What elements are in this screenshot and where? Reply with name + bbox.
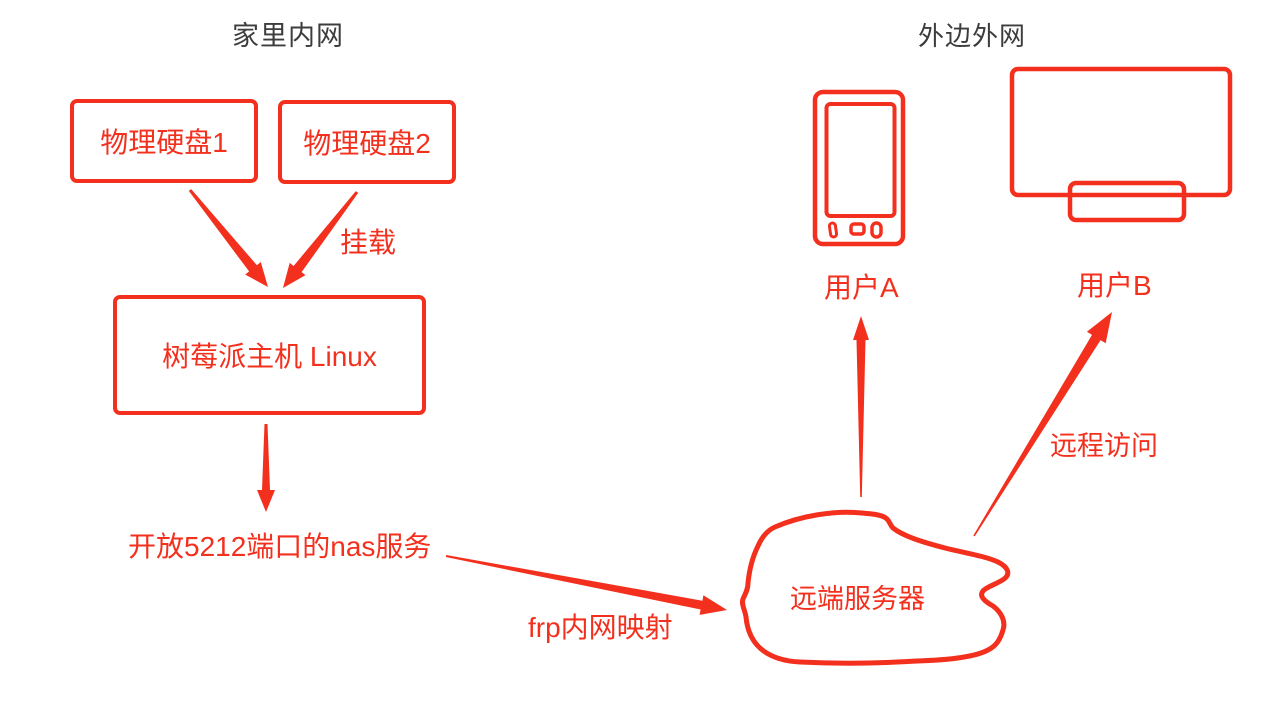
cloud-shape: [739, 509, 1011, 666]
frp-arrow: [445, 555, 727, 615]
cloud-label: 远端服务器: [790, 584, 925, 614]
home-network-title: 家里内网: [232, 21, 344, 51]
userA-arrow: [853, 316, 869, 497]
userB-arrow: [973, 312, 1112, 537]
mount-label: 挂载: [340, 227, 397, 258]
mount-arrow-2: [283, 191, 359, 288]
disk2-box: 物理硬盘2: [278, 100, 456, 184]
disk1-label: 物理硬盘1: [100, 127, 228, 158]
phone-icon: [812, 89, 906, 247]
remote-access-label: 远程访问: [1050, 431, 1158, 461]
userB-label: 用户B: [1077, 270, 1152, 301]
raspberry-pi-label: 树莓派主机 Linux: [162, 341, 377, 372]
raspberry-pi-box: 树莓派主机 Linux: [113, 295, 426, 415]
nas-arrow: [257, 424, 275, 512]
monitor-icon: [1009, 66, 1233, 223]
mount-arrow-1: [188, 189, 268, 287]
disk2-label: 物理硬盘2: [303, 128, 431, 159]
userA-label: 用户A: [824, 272, 899, 303]
external-network-title: 外边外网: [918, 21, 1027, 51]
nas-service-label: 开放5212端口的nas服务: [128, 531, 432, 562]
disk1-box: 物理硬盘1: [70, 99, 258, 183]
frp-label: frp内网映射: [528, 612, 673, 643]
